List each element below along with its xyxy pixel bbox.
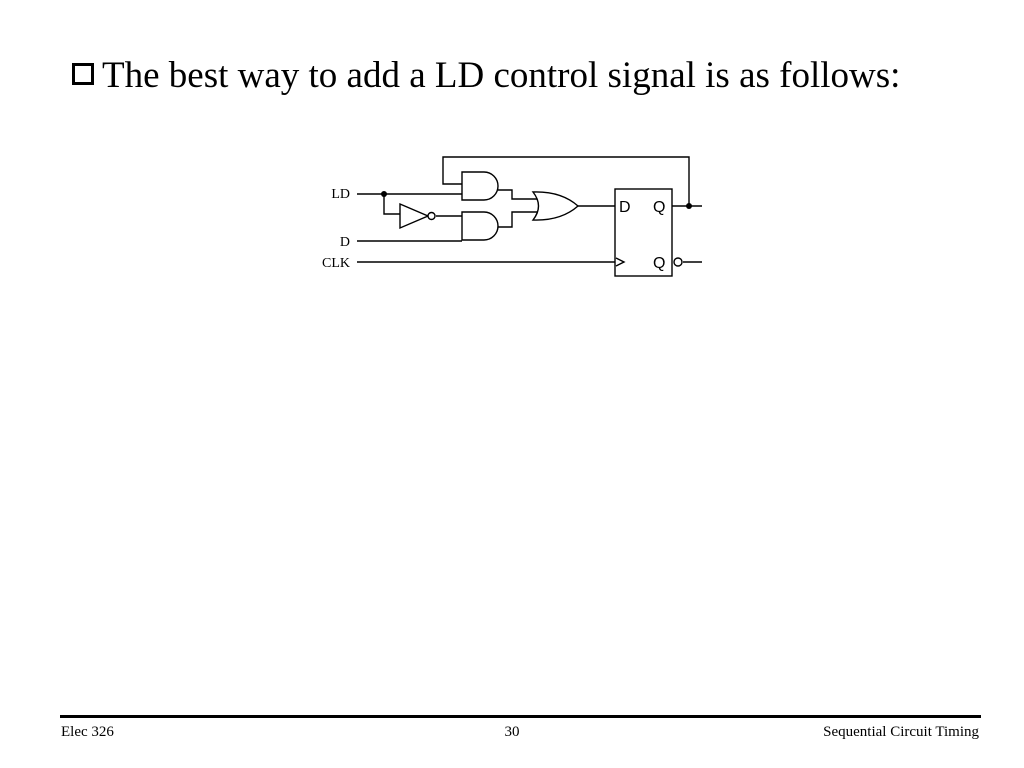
- feedback-wire: [442, 156, 690, 206]
- ld-to-inverter-wire: [383, 194, 400, 215]
- ff-d-pin-label: D: [619, 199, 631, 216]
- clk-input-label: CLK: [322, 256, 350, 271]
- and-gate-2: [461, 211, 499, 241]
- hollow-square-bullet-icon: [72, 63, 94, 85]
- d-flip-flop: D Q Q: [614, 188, 683, 277]
- ld-input-label: LD: [331, 187, 350, 202]
- footer-course: Elec 326: [61, 724, 114, 740]
- or-gate: [531, 191, 580, 221]
- ld-junction-dot: [381, 191, 387, 197]
- and-gate-1: [461, 171, 499, 201]
- q-junction-dot: [686, 203, 692, 209]
- and1-to-or-wire: [498, 189, 540, 200]
- footer-divider: [60, 715, 981, 718]
- and2-to-or-wire: [498, 211, 540, 228]
- slide-title-text: The best way to add a LD control signal …: [102, 55, 901, 96]
- footer-page-number: 30: [504, 724, 520, 740]
- not-gate: [399, 202, 436, 230]
- slide-title: The best way to add a LD control signal …: [72, 52, 1002, 100]
- circuit-wires: [357, 156, 702, 263]
- ld-circuit-diagram: LD D CLK D Q Q: [322, 156, 702, 277]
- d-input-label: D: [340, 235, 350, 250]
- footer-topic: Sequential Circuit Timing: [823, 724, 979, 740]
- ff-qbar-pin-label: Q: [653, 255, 665, 272]
- ff-q-pin-label: Q: [653, 199, 665, 216]
